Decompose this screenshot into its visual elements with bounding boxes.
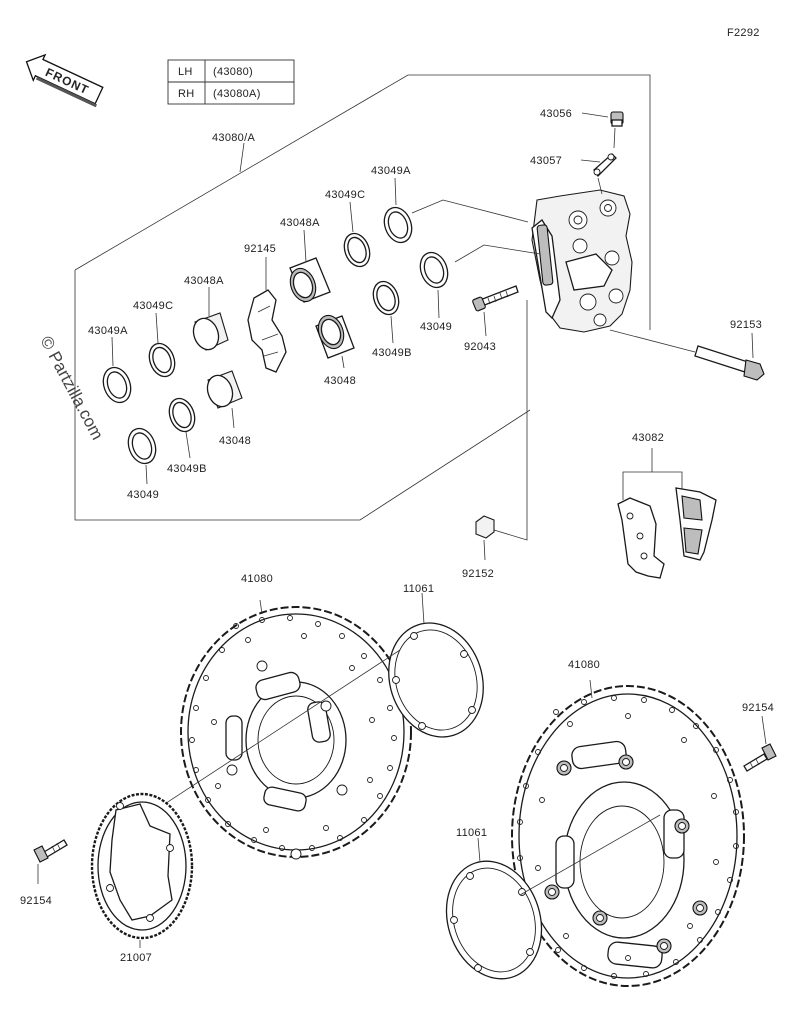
label-seal-b-right: 43049B xyxy=(372,347,412,359)
seal-43049-right: 43049 xyxy=(419,251,452,333)
piston-43048-left: 43048 xyxy=(206,370,251,447)
brake-pads: 43082 xyxy=(617,432,717,579)
seal-43049a-top: 43049A xyxy=(371,165,413,244)
bleeder-cap: 43056 xyxy=(540,108,624,127)
table-side-rh: RH xyxy=(178,88,195,100)
label-seal-a-top: 43049A xyxy=(371,165,411,177)
seal-43049-left: 43049 xyxy=(127,427,159,501)
label-bolt-left: 92154 xyxy=(20,895,52,907)
piston-43048-right: 43048 xyxy=(315,314,356,387)
label-seal-c-top: 43049C xyxy=(325,189,365,201)
label-seal-right: 43049 xyxy=(420,321,452,333)
label-pad-spring: 92145 xyxy=(244,243,276,255)
label-piston-a-left: 43048A xyxy=(184,275,224,287)
label-cap-92152: 92152 xyxy=(462,568,494,580)
label-bracket-clip: 43057 xyxy=(530,155,562,167)
sensor-ring: 21007 xyxy=(90,792,194,964)
label-gasket-right: 11061 xyxy=(456,827,487,839)
cap-92152: 92152 xyxy=(462,300,528,580)
label-seal-b-left: 43049B xyxy=(167,463,207,475)
mounting-bolt-92153: 92153 xyxy=(609,319,765,381)
left-axis-line xyxy=(124,649,401,831)
label-sensor-ring: 21007 xyxy=(120,952,152,964)
label-bolt-right: 92154 xyxy=(742,702,774,714)
gasket-right: 11061 xyxy=(445,827,543,980)
seal-43049c-left: 43049C xyxy=(133,300,176,378)
label-piston-a-top: 43048A xyxy=(280,217,320,229)
label-gasket-left: 11061 xyxy=(403,583,434,595)
caliper-assembly-outline: 43080/A xyxy=(74,74,651,521)
brake-caliper xyxy=(531,189,633,333)
table-part-rh: (43080A) xyxy=(213,88,261,100)
seal-43049c-top: 43049C xyxy=(325,189,371,268)
table-part-lh: (43080) xyxy=(213,66,253,78)
seal-leader-lines xyxy=(411,199,541,263)
label-seal-c-left: 43049C xyxy=(133,300,173,312)
label-disc-right: 41080 xyxy=(568,659,600,671)
table-side-lh: LH xyxy=(178,66,193,78)
brake-disc-right: 41080 xyxy=(511,659,745,987)
seal-43049a-left: 43049A xyxy=(88,325,132,404)
label-seal-left: 43049 xyxy=(127,489,159,501)
disc-bolt-left: 92154 xyxy=(20,839,68,907)
seal-43049b-right: 43049B xyxy=(372,280,412,359)
bleeder-screw: 92043 xyxy=(464,285,519,353)
label-bleeder-cap: 43056 xyxy=(540,108,572,120)
bracket-clip: 43057 xyxy=(530,127,617,195)
seal-43049b-left: 43049B xyxy=(167,397,207,475)
front-arrow-icon: FRONT xyxy=(25,53,104,108)
label-bleeder-screw: 92043 xyxy=(464,341,496,353)
disc-bolt-right: 92154 xyxy=(742,702,777,772)
right-axis-line xyxy=(519,814,661,896)
label-brake-pads: 43082 xyxy=(632,432,664,444)
figure-code: F2292 xyxy=(727,27,760,39)
pad-spring: 92145 xyxy=(244,243,287,373)
watermark: © Partzilla.com xyxy=(36,333,107,443)
label-piston-right: 43048 xyxy=(324,375,356,387)
gasket-left: 11061 xyxy=(388,583,484,738)
label-seal-a-left: 43049A xyxy=(88,325,128,337)
side-table: LH (43080) RH (43080A) xyxy=(167,59,295,105)
brake-disc-left: 41080 xyxy=(180,573,412,860)
piston-43048a-top: 43048A xyxy=(280,217,331,303)
label-piston-left: 43048 xyxy=(219,435,251,447)
label-disc-left: 41080 xyxy=(241,573,273,585)
label-caliper-assy: 43080/A xyxy=(212,132,255,144)
label-mounting-bolt: 92153 xyxy=(730,319,762,331)
piston-43048a-left: 43048A xyxy=(184,275,229,351)
